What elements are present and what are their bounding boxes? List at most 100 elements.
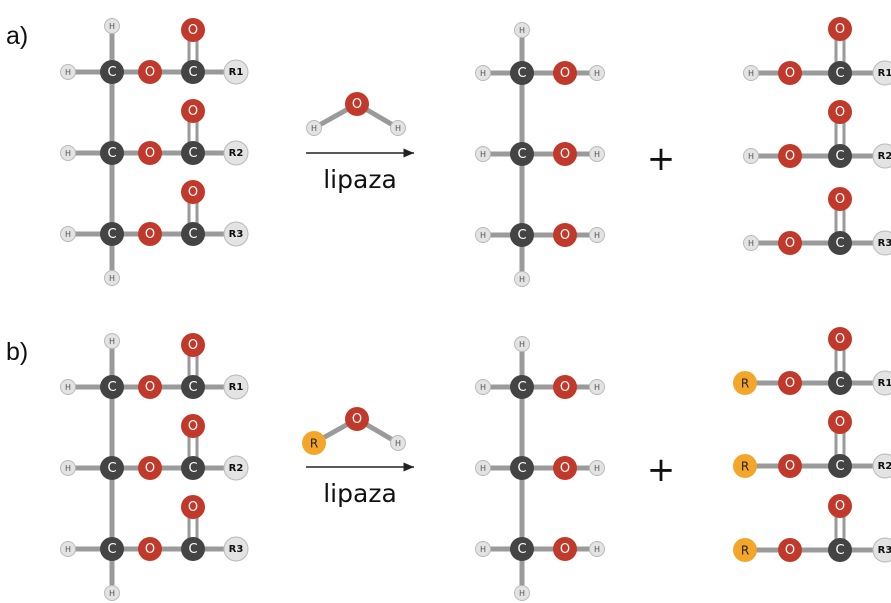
oxygen-atom: O: [138, 222, 162, 246]
chain-group-atom: R3: [872, 537, 891, 563]
panel-a-label: a): [6, 22, 28, 50]
hydrogen-atom-sphere: [60, 379, 76, 395]
carbon-atom-symbol: C: [835, 459, 844, 474]
carbon-atom-sphere: [510, 61, 534, 85]
hydrogen-atom: H: [589, 460, 605, 476]
oxygen-atom-sphere: [553, 537, 577, 561]
carbon-atom-symbol: C: [517, 66, 526, 81]
carbon-atom: C: [510, 223, 534, 247]
hydrogen-atom: H: [475, 146, 491, 162]
oxygen-atom: O: [778, 144, 802, 168]
oxygen-atom-sphere: [778, 538, 802, 562]
panel-b-label: b): [6, 338, 28, 366]
hydrogen-atom-symbol: H: [748, 239, 754, 248]
chain-group-atom: R1: [872, 60, 891, 86]
hydrogen-atom-sphere: [589, 541, 605, 557]
hydrogen-atom: H: [514, 22, 530, 38]
oxygen-atom-symbol: O: [785, 66, 795, 81]
chain-group-atom-sphere: [223, 140, 249, 166]
hydrogen-atom: H: [104, 585, 120, 601]
hydrogen-atom-symbol: H: [65, 68, 71, 77]
oxygen-atom-sphere: [828, 17, 852, 41]
carbon-atom: C: [181, 222, 205, 246]
carbon-atom: C: [510, 61, 534, 85]
oxygen-atom-symbol: O: [188, 23, 198, 38]
chain-group-atom-sphere: [872, 537, 891, 563]
carbon-atom-symbol: C: [188, 542, 197, 557]
oxygen-atom-sphere: [138, 222, 162, 246]
hydrogen-atom: H: [104, 333, 120, 349]
oxygen-atom: O: [138, 537, 162, 561]
hydrogen-atom: H: [743, 235, 759, 251]
hydrogen-atom-sphere: [104, 18, 120, 34]
hydrogen-atom: H: [589, 379, 605, 395]
hydrogen-atom: H: [390, 435, 406, 451]
carbon-atom-sphere: [828, 144, 852, 168]
carbon-atom-sphere: [100, 60, 124, 84]
plus-sign-a: +: [647, 139, 676, 179]
oxygen-atom: O: [181, 414, 205, 438]
oxygen-atom: O: [828, 494, 852, 518]
oxygen-atom-sphere: [345, 92, 369, 116]
hydrogen-atom-sphere: [60, 460, 76, 476]
hydrogen-atom-sphere: [589, 379, 605, 395]
hydrogen-atom-symbol: H: [109, 22, 115, 31]
oxygen-atom-sphere: [553, 142, 577, 166]
alkyl-group-atom-symbol: R: [741, 377, 749, 391]
chain-group-atom: R2: [223, 455, 249, 481]
carbon-atom-sphere: [100, 537, 124, 561]
hydrogen-atom: H: [60, 460, 76, 476]
carbon-atom-sphere: [828, 371, 852, 395]
oxygen-atom: O: [778, 371, 802, 395]
hydrogen-atom-symbol: H: [109, 337, 115, 346]
carbon-atom-sphere: [510, 537, 534, 561]
chain-group-atom-symbol: R1: [878, 378, 891, 389]
hydrogen-atom-sphere: [60, 541, 76, 557]
chain-group-atom-symbol: R3: [878, 238, 891, 249]
hydrogen-atom-symbol: H: [594, 545, 600, 554]
hydrogen-atom: H: [514, 271, 530, 287]
hydrogen-atom: H: [104, 18, 120, 34]
hydrogen-atom-symbol: H: [65, 383, 71, 392]
oxygen-atom-symbol: O: [560, 380, 570, 395]
hydrogen-atom: H: [475, 460, 491, 476]
carbon-atom: C: [828, 144, 852, 168]
oxygen-atom-symbol: O: [785, 376, 795, 391]
oxygen-atom-sphere: [553, 456, 577, 480]
hydrogen-atom-symbol: H: [480, 545, 486, 554]
oxygen-atom: O: [553, 61, 577, 85]
hydrogen-atom: H: [589, 65, 605, 81]
chain-group-atom-symbol: R1: [229, 382, 244, 393]
carbon-atom: C: [828, 538, 852, 562]
hydrogen-atom-sphere: [514, 336, 530, 352]
chain-group-atom: R1: [223, 374, 249, 400]
oxygen-atom-sphere: [778, 144, 802, 168]
oxygen-atom-symbol: O: [188, 419, 198, 434]
chain-group-atom-sphere: [872, 143, 891, 169]
alkyl-group-atom: R: [733, 538, 757, 562]
carbon-atom-symbol: C: [835, 66, 844, 81]
oxygen-atom: O: [778, 454, 802, 478]
carbon-atom-sphere: [510, 142, 534, 166]
hydrogen-atom-sphere: [60, 64, 76, 80]
hydrogen-atom-symbol: H: [480, 383, 486, 392]
carbon-atom: C: [510, 456, 534, 480]
chain-group-atom-sphere: [223, 374, 249, 400]
hydrogen-atom: H: [60, 541, 76, 557]
carbon-atom-sphere: [510, 375, 534, 399]
carbon-atom-sphere: [181, 537, 205, 561]
carbon-atom-symbol: C: [517, 147, 526, 162]
hydrogen-atom-sphere: [514, 585, 530, 601]
oxygen-atom: O: [828, 327, 852, 351]
hydrogen-atom-sphere: [589, 227, 605, 243]
chain-group-atom: R2: [223, 140, 249, 166]
oxygen-atom: O: [181, 18, 205, 42]
hydrogen-atom-sphere: [514, 271, 530, 287]
carbon-atom-symbol: C: [188, 227, 197, 242]
hydrogen-atom-sphere: [475, 541, 491, 557]
plus-sign-b: +: [647, 450, 676, 490]
carbon-atom: C: [100, 60, 124, 84]
oxygen-atom-sphere: [778, 371, 802, 395]
oxygen-atom-symbol: O: [560, 66, 570, 81]
